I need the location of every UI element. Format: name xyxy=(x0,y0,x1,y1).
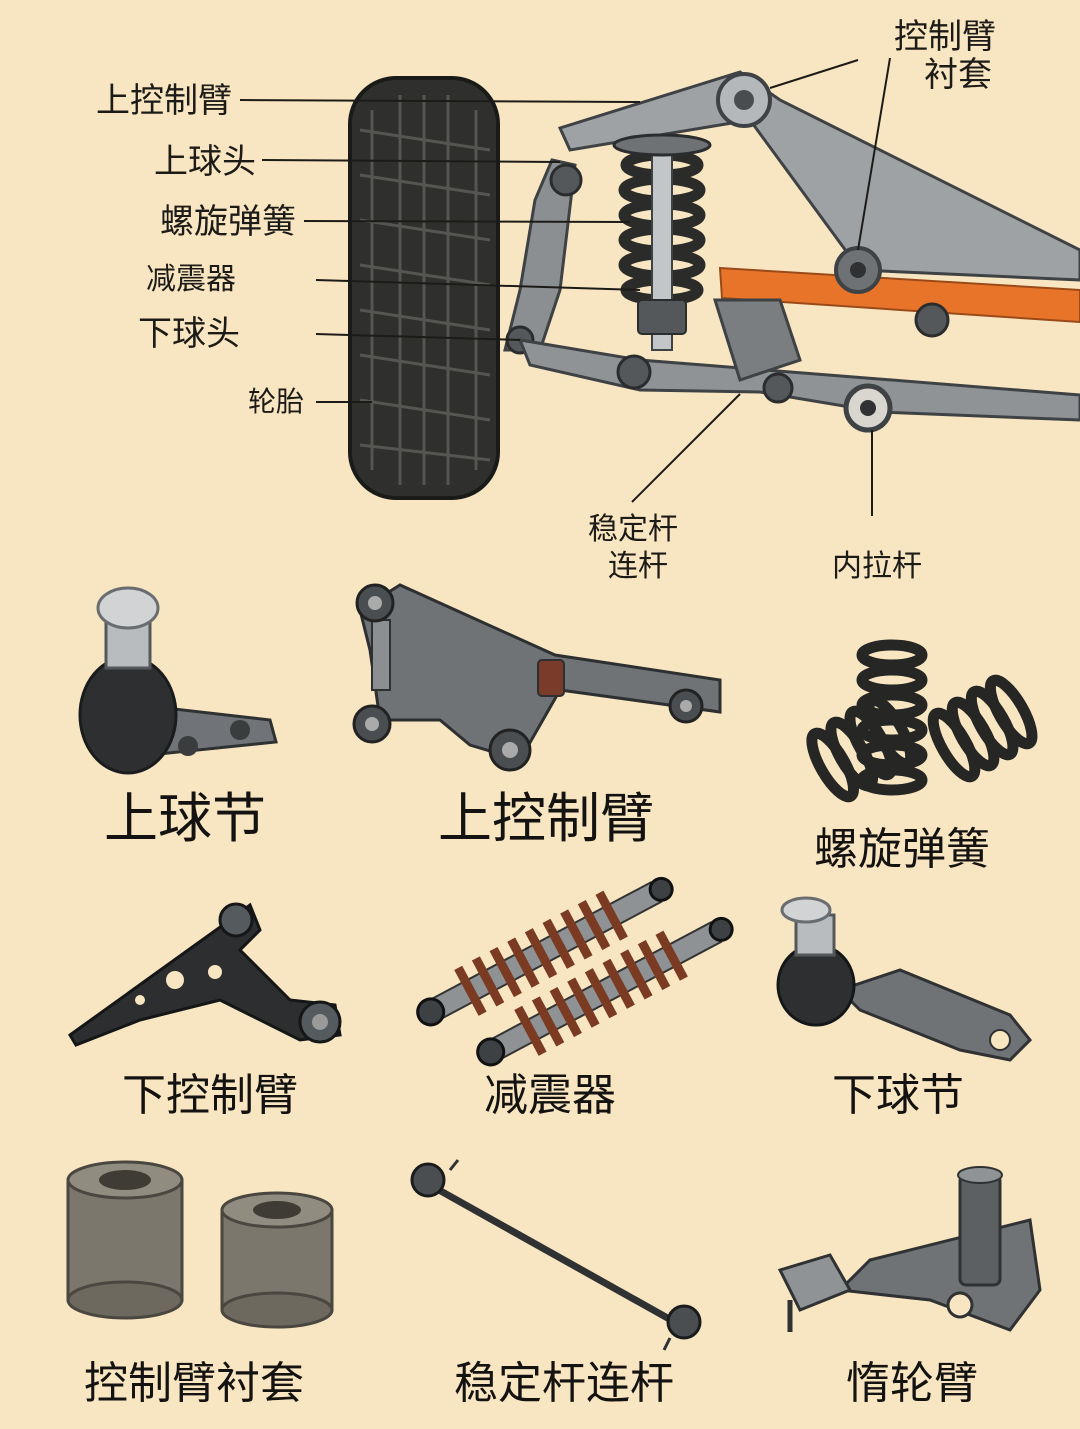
label-control-arm-bushing-2: 衬套 xyxy=(924,55,992,95)
upper-ball-joint-part xyxy=(78,586,278,775)
label-upper-ball-joint: 上球头 xyxy=(154,142,256,182)
part-title-coil-spring: 螺旋弹簧 xyxy=(814,824,990,875)
label-coil-spring: 螺旋弹簧 xyxy=(160,202,296,242)
upper-ball-joint-icon xyxy=(549,163,583,197)
part-title-lower-control-arm: 下控制臂 xyxy=(122,1070,298,1121)
part-title-idler-arm: 惰轮臂 xyxy=(846,1358,978,1409)
label-control-arm-bushing-1: 控制臂 xyxy=(894,17,996,57)
lower-ball-joint-part xyxy=(776,896,1033,1062)
lower-control-arm-shape xyxy=(517,338,1080,422)
inner-tie-rod-shape xyxy=(718,266,1080,324)
shock-absorber-part xyxy=(416,876,734,1067)
part-title-control-arm-bushing: 控制臂衬套 xyxy=(84,1358,304,1409)
upper-control-arm-part xyxy=(352,583,722,772)
sway-bar-link-part xyxy=(410,1159,702,1351)
bushing-part xyxy=(66,1160,334,1329)
idler-arm-part xyxy=(777,1166,1042,1332)
coil-spring-part xyxy=(806,639,1038,803)
part-title-shock-absorber: 减震器 xyxy=(484,1070,616,1121)
label-shock-absorber: 减震器 xyxy=(146,262,236,297)
label-sway-bar-link-1: 稳定杆 xyxy=(588,512,678,547)
part-title-lower-ball-joint: 下球节 xyxy=(832,1070,964,1121)
part-title-upper-control-arm: 上控制臂 xyxy=(438,787,654,850)
label-sway-bar-link-2: 连杆 xyxy=(608,549,668,584)
label-tire: 轮胎 xyxy=(248,385,305,418)
suspension-assembly xyxy=(239,57,1080,516)
label-lower-ball-joint: 下球头 xyxy=(138,314,240,354)
lower-control-arm-part xyxy=(68,902,342,1047)
label-inner-tie-rod: 内拉杆 xyxy=(832,549,922,584)
part-title-sway-bar-link: 稳定杆连杆 xyxy=(454,1358,674,1409)
label-upper-control-arm: 上控制臂 xyxy=(96,81,232,121)
part-title-upper-ball-joint: 上球节 xyxy=(104,787,266,850)
